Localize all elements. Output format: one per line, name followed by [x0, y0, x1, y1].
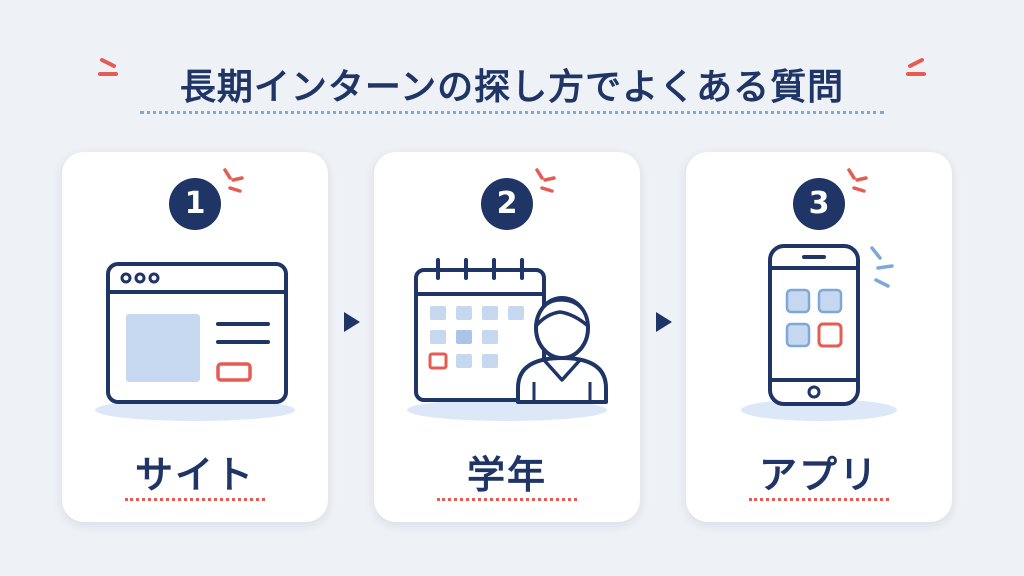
step-number-badge: 3 [793, 178, 845, 230]
triangle-arrow-right-icon [344, 312, 360, 332]
page-title: 長期インターンの探し方でよくある質問 [179, 67, 845, 108]
label-underline [125, 498, 265, 501]
smartphone-app-icon [741, 244, 897, 421]
label-underline [437, 498, 577, 501]
triangle-arrow-right-icon [656, 312, 672, 332]
label-underline [749, 498, 889, 501]
spark-icon [535, 168, 556, 193]
step-label: サイト [134, 453, 255, 497]
browser-window-icon [95, 262, 295, 421]
calendar-student-icon [407, 258, 608, 421]
step-label: 学年 [466, 453, 547, 497]
header: 長期インターンの探し方でよくある質問 [0, 40, 1024, 130]
step-number-badge: 1 [169, 178, 221, 230]
title-left-spark-icon [98, 58, 118, 76]
spark-icon [223, 168, 244, 193]
title-underline [140, 111, 884, 114]
step-card-1: 1 サイト [62, 152, 328, 522]
spark-icon [847, 168, 868, 193]
title-right-spark-icon [906, 58, 926, 76]
step-card-2: 2 学年 [374, 152, 640, 522]
step-label: アプリ [758, 453, 879, 497]
step-card-3: 3 アプリ [686, 152, 952, 522]
step-number-badge: 2 [481, 178, 533, 230]
